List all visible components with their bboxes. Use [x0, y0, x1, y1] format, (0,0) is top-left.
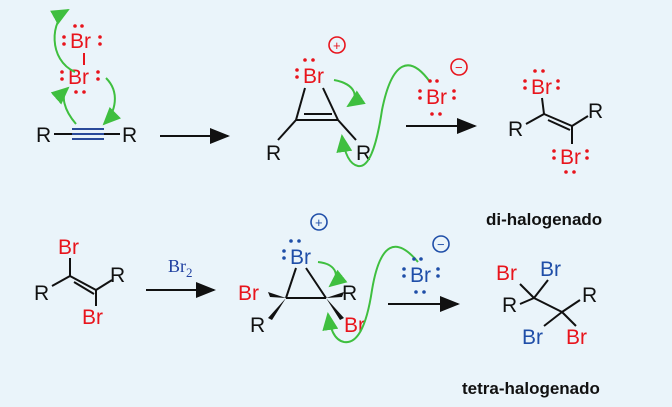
lone-pairs-product [523, 69, 589, 174]
svg-text:−: − [437, 237, 445, 252]
br2-molecule: Br Br [50, 9, 121, 126]
bromonium-ion-bottom: Br + Br R R Br [238, 213, 419, 344]
c-r-bond [519, 297, 535, 305]
c-br-bond [561, 311, 577, 327]
br-atom: Br [560, 146, 581, 169]
c-r-bond [571, 115, 589, 127]
c-br-bond [305, 267, 327, 299]
br-atom: Br [496, 262, 517, 285]
lone-pairs-bromonium [282, 239, 301, 260]
curly-arrow-icon [102, 77, 121, 126]
c-br-bond [541, 97, 545, 115]
lone-pairs-br-top [62, 24, 102, 46]
c-c-bond [533, 297, 563, 313]
c-c-double-bond [73, 281, 95, 295]
curly-arrow-icon [50, 9, 76, 73]
r-group: R [582, 284, 597, 307]
br-atom: Br [566, 326, 587, 349]
r-group: R [110, 264, 125, 287]
c-c-double-bond [69, 275, 97, 291]
c-r-bond [95, 279, 113, 291]
alkyne: R R [36, 124, 137, 147]
curly-arrow-icon [322, 245, 419, 344]
c-br-bond [519, 283, 535, 299]
br-atom: Br [522, 326, 543, 349]
br-atom-bridging: Br [303, 65, 324, 88]
bromide-anion-bottom: Br − [402, 235, 450, 294]
r-group: R [34, 282, 49, 305]
c-r-bond [525, 113, 545, 125]
svg-text:−: − [455, 60, 463, 75]
svg-text:+: + [315, 215, 323, 230]
r-group: R [250, 314, 265, 337]
br-atom: Br [540, 258, 561, 281]
dibromoalkene-reactant: Br Br R R [34, 236, 125, 329]
r-group: R [508, 118, 523, 141]
r-group: R [122, 124, 137, 147]
c-br-bond [295, 87, 306, 121]
c-br-bond [322, 87, 339, 121]
label-di-halogenado: di-halogenado [486, 210, 602, 229]
reagent-label: Br2 [168, 256, 193, 280]
wedge-bond [326, 298, 344, 320]
dibromoalkene-product: Br Br R R [508, 69, 603, 174]
r-group: R [342, 282, 357, 305]
r-group: R [502, 294, 517, 317]
r-group: R [588, 100, 603, 123]
lone-pairs-anion [418, 79, 456, 116]
tetrabromo-product: Br Br R R Br Br [496, 258, 597, 349]
br-atom: Br [344, 314, 365, 337]
br-atom-anion: Br [410, 264, 431, 287]
c-r-bond [337, 119, 357, 141]
plus-charge-icon [310, 213, 328, 231]
br-atom: Br [82, 306, 103, 329]
lone-pairs-anion [402, 257, 440, 294]
svg-text:+: + [333, 38, 341, 53]
r-group: R [356, 142, 371, 165]
plus-charge-icon [328, 36, 346, 54]
label-tetra-halogenado: tetra-halogenado [462, 379, 600, 398]
bromide-anion-top: Br − [418, 58, 468, 116]
c-r-bond [561, 299, 581, 313]
c-r-bond [277, 119, 297, 141]
lone-pairs-br-bottom [60, 70, 100, 94]
lone-pairs-bromonium [295, 58, 315, 79]
br-atom: Br [58, 236, 79, 259]
c-c-double-bond [547, 119, 571, 131]
br-atom-anion: Br [426, 86, 447, 109]
br-atom-bridging: Br [290, 246, 311, 269]
c-r-bond [51, 275, 71, 287]
c-br-bond [533, 279, 549, 299]
minus-charge-icon [450, 58, 468, 76]
curly-arrow-icon [317, 261, 348, 288]
r-group: R [266, 142, 281, 165]
minus-charge-icon [432, 235, 450, 253]
r-group: R [36, 124, 51, 147]
curly-arrow-icon [336, 64, 431, 168]
curly-arrow-icon [50, 86, 77, 125]
br-atom: Br [531, 76, 552, 99]
c-c-double-bond [543, 113, 573, 127]
wedge-bond [268, 292, 286, 298]
br-atom-top: Br [70, 30, 91, 53]
br-atom: Br [238, 282, 259, 305]
bromonium-ion-top: Br + R R [266, 36, 431, 168]
wedge-bond [268, 298, 286, 320]
curly-arrow-icon [333, 79, 366, 108]
wedge-bond [326, 292, 344, 298]
c-br-bond [543, 311, 563, 327]
c-br-bond [285, 267, 297, 299]
